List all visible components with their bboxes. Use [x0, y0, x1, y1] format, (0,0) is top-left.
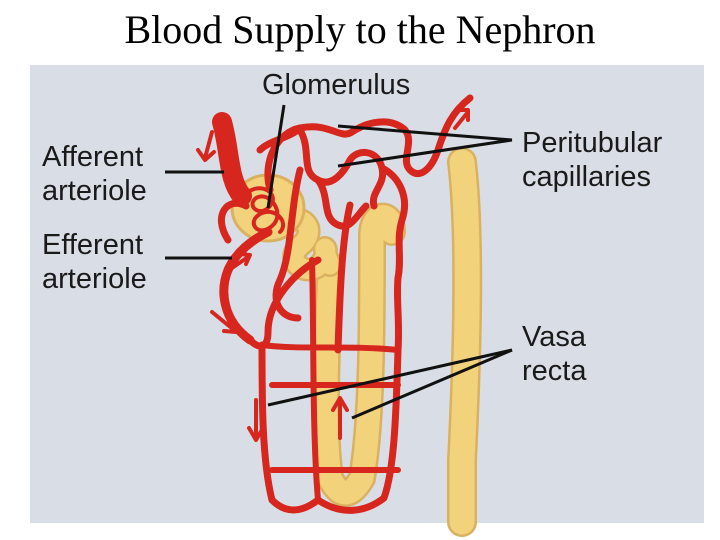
pointer-vasa-2 [351, 348, 513, 420]
pointer-peritubular-1 [337, 124, 513, 142]
label-efferent-line2: arteriole [42, 263, 147, 295]
label-afferent-line1: Afferent [42, 141, 143, 173]
flow-arrow-left [210, 310, 238, 334]
flow-arrow-down [247, 398, 265, 442]
pointer-glomerulus [266, 104, 286, 209]
label-vasa-line1: Vasa [522, 321, 587, 353]
pointer-peritubular-2 [337, 138, 513, 168]
label-afferent-line2: arteriole [42, 175, 147, 207]
slide-title: Blood Supply to the Nephron [124, 7, 596, 52]
efferent-arteriole [219, 227, 273, 345]
label-efferent-line1: Efferent [42, 229, 143, 261]
label-peritubular-line1: Peritubular [522, 127, 663, 159]
flow-arrow-up [331, 396, 349, 440]
label-vasa-line2: recta [522, 355, 587, 387]
pointer-lines [165, 104, 513, 420]
label-peritubular-line2: capillaries [522, 161, 651, 193]
vasa-recta [259, 257, 401, 503]
flow-arrow-top [453, 108, 470, 130]
pointer-vasa-1 [267, 348, 513, 407]
flow-arrow-afferent [196, 130, 216, 162]
glomerulus-tuft [246, 186, 286, 234]
label-glomerulus: Glomerulus [262, 69, 410, 101]
afferent-arteriole [212, 112, 252, 206]
flow-arrow-efferent [230, 252, 252, 270]
